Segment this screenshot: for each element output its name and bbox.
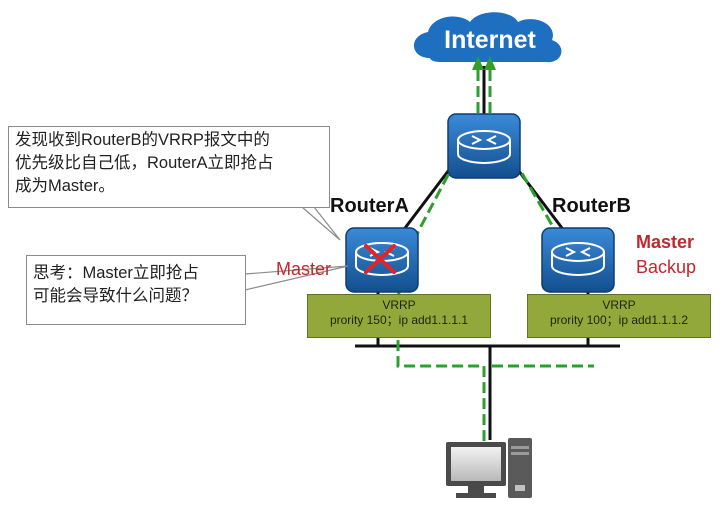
routerb-name: RouterB: [552, 195, 631, 217]
routerb-vrrp-box: VRRP prority 100；ip add1.1.1.2: [527, 294, 711, 338]
callout-line: 发现收到RouterB的VRRP报文中的: [15, 131, 270, 149]
routerb-vrrp-detail: prority 100；ip add1.1.1.2: [549, 313, 689, 327]
internet-cloud-icon: [413, 12, 562, 63]
routera-role: Master: [276, 259, 332, 279]
routera-vrrp-box: VRRP prority 150；ip add1.1.1.1: [307, 294, 491, 338]
routera-vrrp-title: VRRP: [382, 298, 416, 312]
routera-vrrp-detail: prority 150；ip add1.1.1.1: [329, 313, 469, 327]
core-router-icon: [447, 113, 521, 179]
callout-preemption-note: 发现收到RouterB的VRRP报文中的 优先级比自己低，RouterA立即抢占…: [8, 126, 330, 208]
callout-line: 优先级比自己低，RouterA立即抢占: [15, 154, 274, 172]
callout-question: 思考：Master立即抢占 可能会导致什么问题？: [26, 255, 246, 325]
link-core-routerb: [510, 161, 567, 233]
routerb-icon: [541, 227, 615, 293]
callout-line: 成为Master。: [15, 177, 115, 195]
callout-line: 可能会导致什么问题？: [33, 287, 198, 305]
internet-label: Internet: [444, 26, 536, 54]
pc-icon: [446, 438, 532, 498]
routerb-role-old: Backup: [636, 257, 697, 277]
routera-name: RouterA: [330, 195, 409, 217]
link-core-routera: [400, 161, 457, 233]
routerb-vrrp-title: VRRP: [602, 298, 636, 312]
routerb-role-new: Master: [636, 232, 695, 252]
failure-cross-icon: [364, 244, 396, 274]
callout-line: 思考：Master立即抢占: [33, 264, 199, 282]
